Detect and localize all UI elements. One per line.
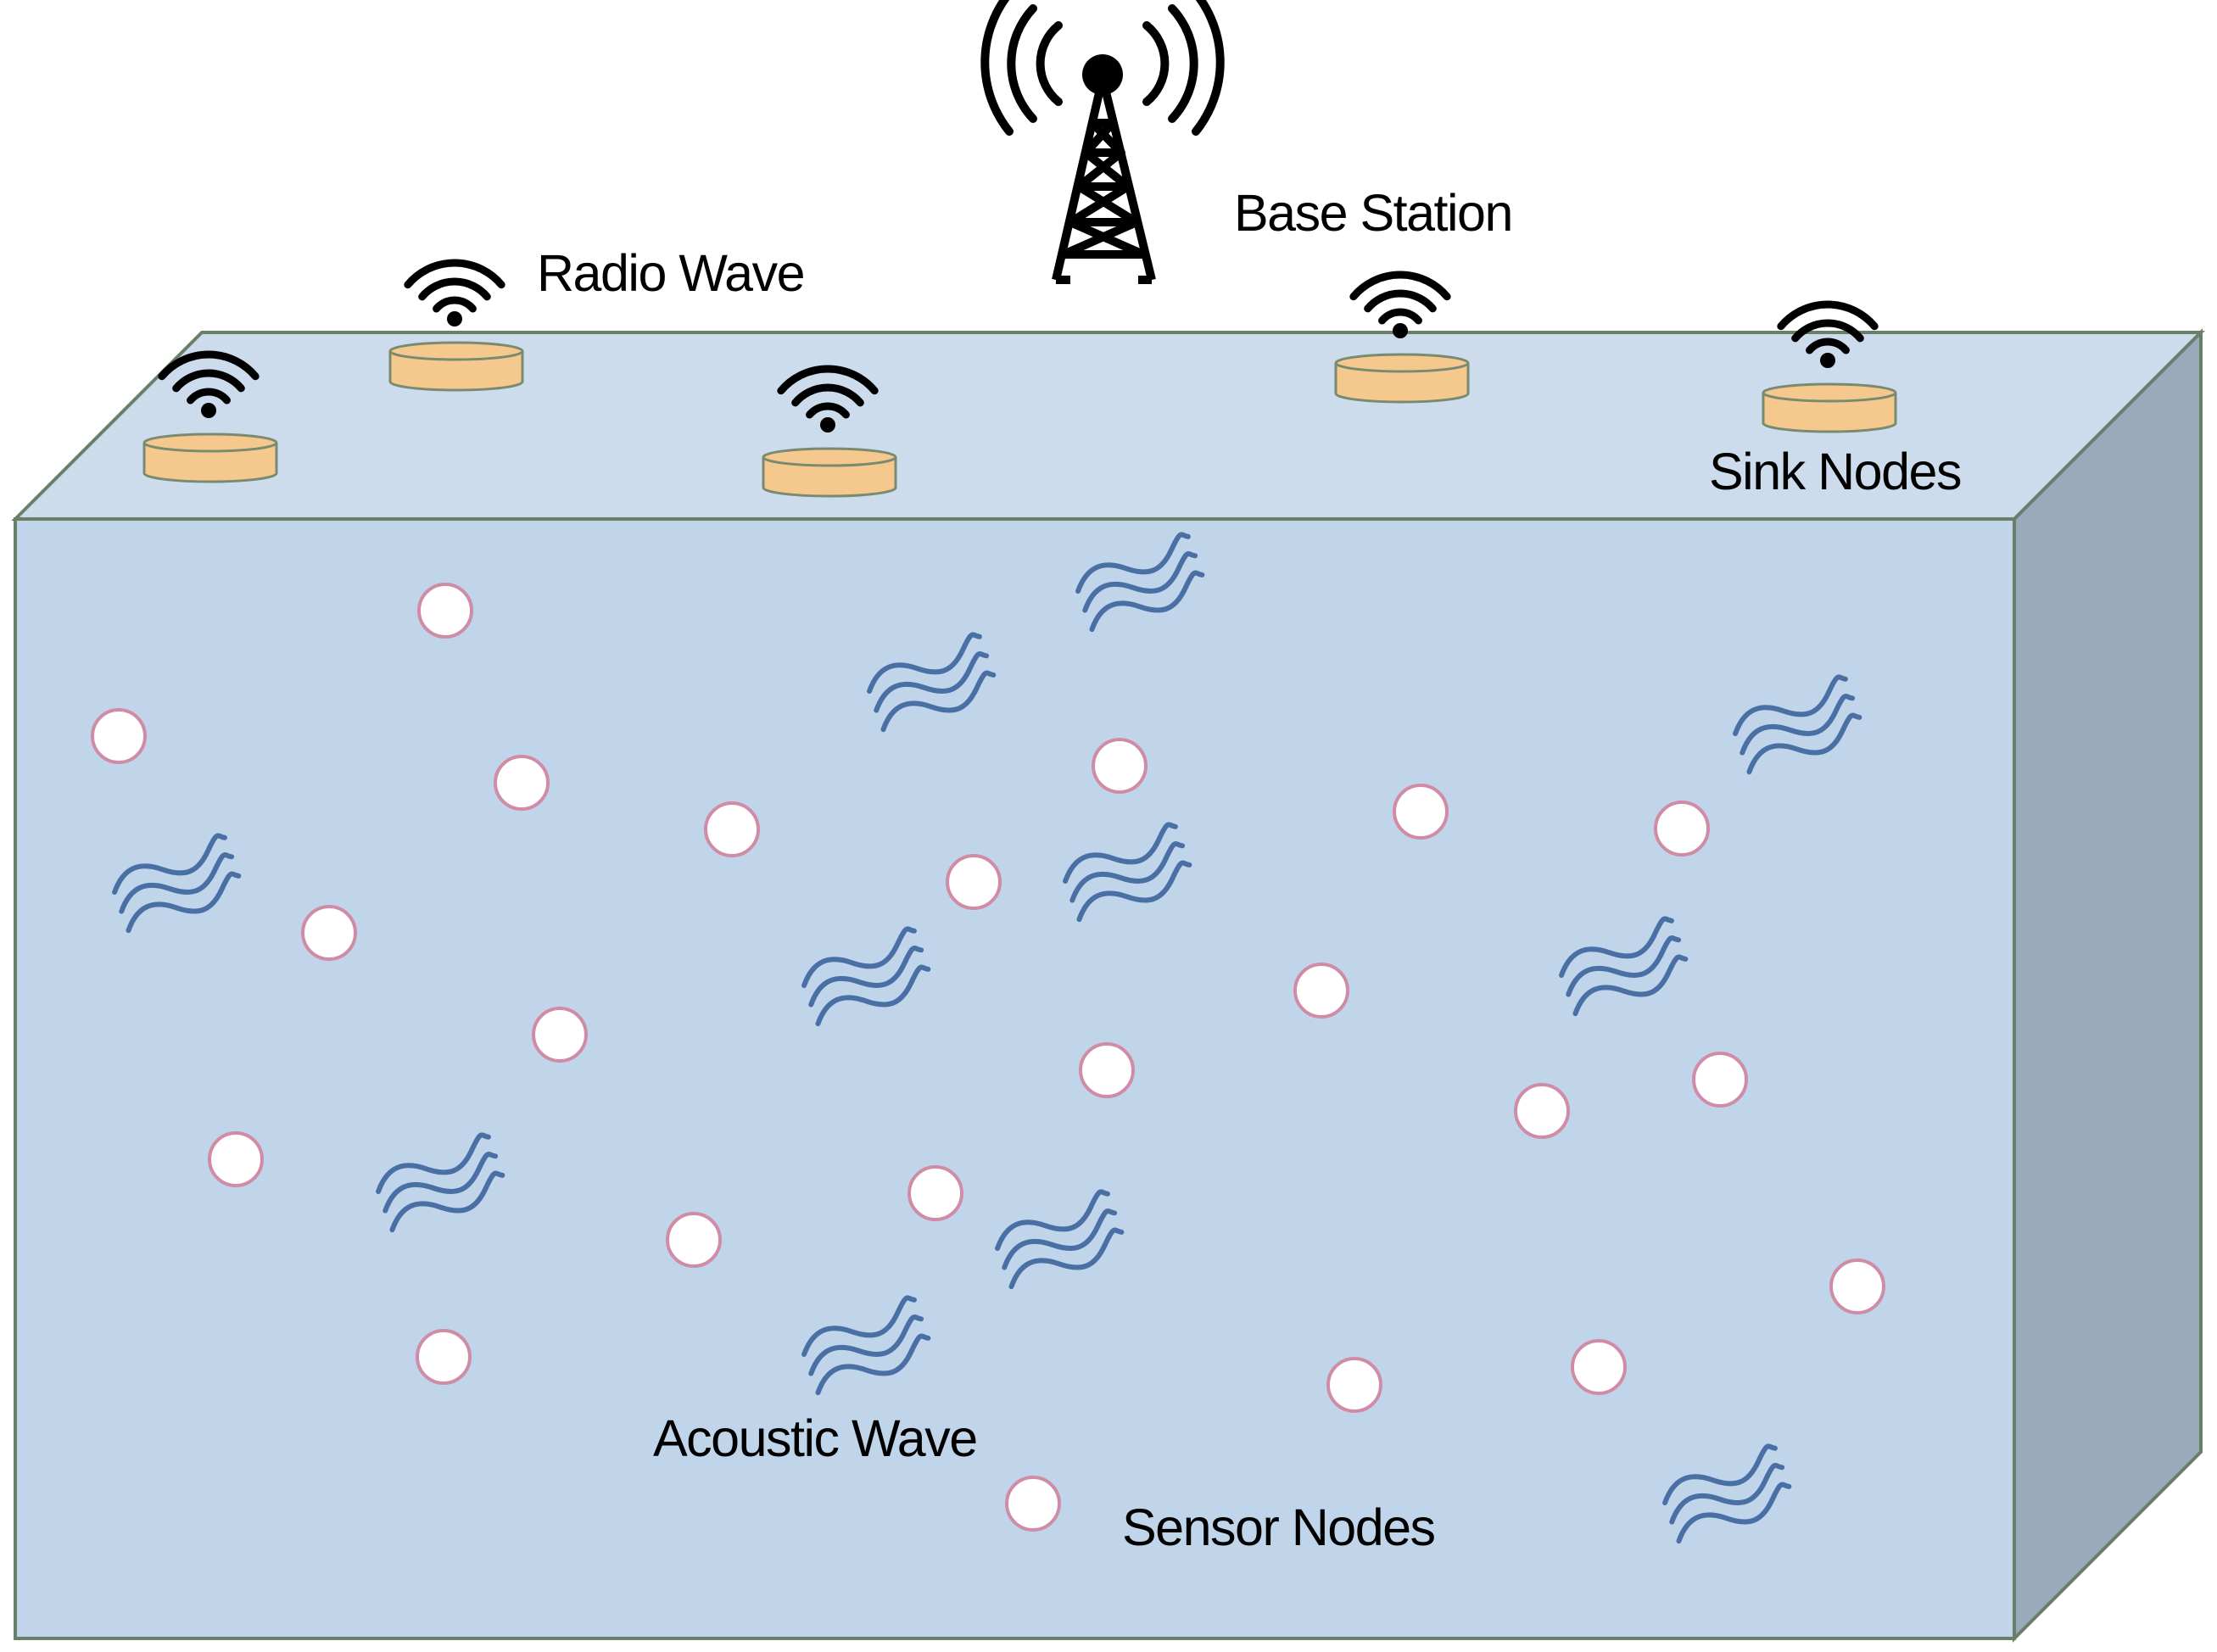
sink-node (388, 259, 524, 392)
sensor-nodes-group (91, 583, 1885, 1532)
sensor-node (1829, 1259, 1885, 1314)
sink-node-top (1762, 382, 1897, 403)
sensor-node (1692, 1052, 1748, 1108)
sink-node-body (1762, 393, 1897, 433)
sensor-node (1293, 963, 1349, 1019)
sensor-node (1393, 784, 1449, 840)
sensor-node (417, 583, 473, 639)
wave-icon (112, 833, 242, 934)
label-acoustic-wave: Acoustic Wave (653, 1409, 977, 1467)
acoustic-waves-group (112, 532, 1862, 1544)
sensor-node (704, 801, 760, 857)
wave-icon (801, 926, 931, 1027)
sensor-node (1326, 1357, 1382, 1413)
sensor-node (416, 1329, 472, 1385)
sensor-node (666, 1212, 722, 1268)
sensor-node (208, 1131, 264, 1187)
sink-node (142, 350, 278, 483)
wifi-signal-icon (158, 350, 260, 418)
sensor-node (1571, 1339, 1627, 1395)
sensor-node (907, 1165, 963, 1221)
wave-icon (1075, 532, 1205, 633)
sink-node-top (142, 433, 278, 453)
wifi-signal-icon (1777, 300, 1879, 368)
wave-icon (1559, 916, 1689, 1017)
sensor-node (1514, 1083, 1570, 1139)
sink-node-body (762, 457, 897, 498)
sensor-node (1079, 1042, 1135, 1098)
label-base-station: Base Station (1234, 184, 1512, 242)
water-front-face (14, 517, 2016, 1640)
label-sink-nodes: Sink Nodes (1709, 443, 1961, 500)
label-sensor-nodes: Sensor Nodes (1122, 1499, 1435, 1556)
sensor-node (946, 854, 1002, 910)
sink-node (1334, 271, 1470, 404)
sensor-node (1654, 801, 1710, 857)
wifi-signal-icon (777, 365, 879, 433)
sensor-node (1092, 738, 1148, 794)
sink-node (1762, 300, 1897, 433)
sensor-node (91, 708, 147, 764)
sink-node-top (388, 341, 524, 361)
label-radio-wave: Radio Wave (537, 244, 804, 302)
water-volume (11, 328, 2205, 1643)
wave-icon (801, 1295, 931, 1396)
sink-node (762, 365, 897, 498)
water-side-face (2013, 328, 2203, 1643)
wave-icon (376, 1132, 505, 1233)
wave-icon (867, 632, 997, 733)
wave-icon (1662, 1443, 1792, 1544)
sink-node-body (1334, 363, 1470, 404)
sink-node-body (142, 443, 278, 483)
sensor-node (1005, 1476, 1061, 1532)
wifi-signal-icon (404, 259, 505, 326)
sensor-node (301, 905, 357, 961)
radio-tower-icon (980, 0, 1225, 284)
sensor-node (494, 755, 550, 811)
sink-nodes-group (142, 259, 1897, 498)
wave-icon (995, 1189, 1125, 1290)
wave-icon (1063, 822, 1192, 923)
sink-node-body (388, 351, 524, 392)
sink-node-top (762, 447, 897, 467)
wave-icon (1733, 674, 1862, 775)
sink-node-top (1334, 353, 1470, 373)
wifi-signal-icon (1349, 271, 1451, 338)
sensor-node (532, 1007, 588, 1063)
